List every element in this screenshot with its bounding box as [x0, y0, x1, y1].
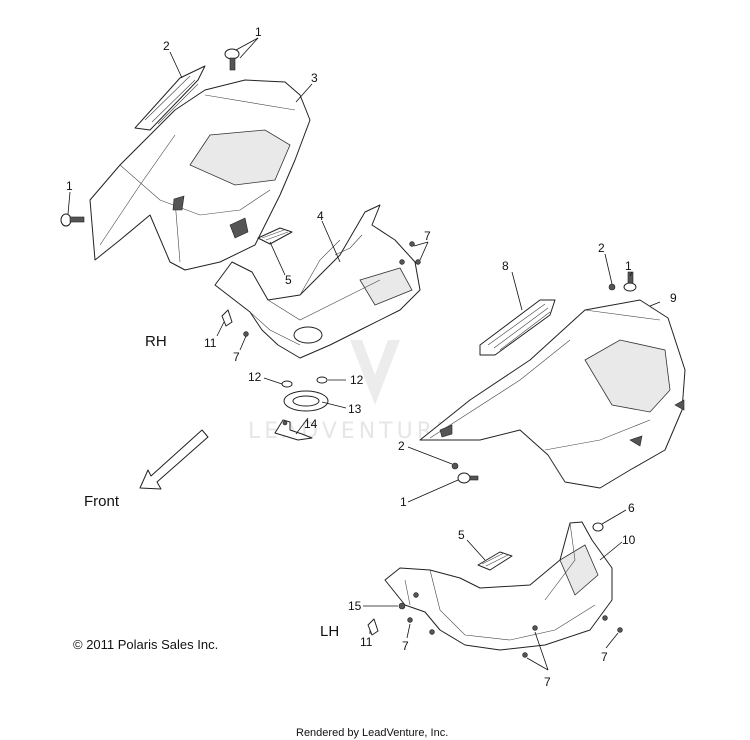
callout-12-right: 12 — [350, 373, 364, 387]
part-2-rh-vent — [134, 65, 206, 131]
callout-14: 14 — [304, 417, 318, 431]
part-11-lh-clip — [367, 618, 379, 636]
part-2-lh-grommet-bottom — [451, 462, 459, 470]
callout-11-lh: 11 — [360, 635, 373, 649]
side-label-rh: RH — [145, 333, 167, 350]
callout-6: 6 — [628, 501, 635, 515]
part-1-lh-fastener-top — [623, 271, 637, 292]
callout-labels: 1 1 1 1 2 2 2 3 4 5 5 6 7 7 7 7 7 7 8 9 … — [66, 25, 677, 689]
callout-2-lh-bottom: 2 — [398, 439, 405, 453]
part-12-washers — [281, 376, 328, 388]
callout-8: 8 — [502, 259, 509, 273]
part-1-rh-fastener-side — [60, 213, 85, 227]
part-1-rh-fastener-top — [224, 48, 240, 71]
callout-1-top: 1 — [255, 25, 262, 39]
part-15-lh-nut — [398, 602, 406, 610]
callout-1-lh-bottom: 1 — [400, 495, 407, 509]
callout-2-lh-top: 2 — [598, 241, 605, 255]
callout-11-rh: 11 — [204, 336, 217, 350]
callout-4: 4 — [317, 209, 324, 223]
part-13-ring — [283, 390, 329, 412]
leader-lines — [67, 37, 661, 671]
part-5-lh-footpeg — [477, 551, 513, 571]
callout-5-rh: 5 — [285, 273, 292, 287]
callout-1-lh-top: 1 — [625, 259, 632, 273]
side-label-lh: LH — [320, 623, 339, 640]
part-6-lh-grommet — [592, 522, 604, 532]
callout-7-rh-top: 7 — [424, 229, 431, 243]
callout-9: 9 — [670, 291, 677, 305]
part-11-rh-clip — [221, 309, 233, 327]
part-7-lh-screws — [407, 615, 623, 658]
callout-7-rh-bottom: 7 — [233, 350, 240, 364]
callout-7-lh-bottom: 7 — [544, 675, 551, 689]
callout-15: 15 — [348, 599, 362, 613]
callout-3: 3 — [311, 71, 318, 85]
part-3-rh-side-panel — [89, 79, 311, 271]
front-label: Front — [84, 493, 120, 510]
part-4-rh-lower-panel — [214, 204, 421, 359]
part-2-lh-grommet-top — [608, 283, 616, 291]
callout-13: 13 — [348, 402, 362, 416]
part-5-rh-footpeg — [257, 227, 293, 245]
callout-7-lh-left: 7 — [402, 639, 409, 653]
part-14-bracket — [274, 419, 313, 441]
callout-12-left: 12 — [248, 370, 262, 384]
copyright-text: © 2011 Polaris Sales Inc. — [73, 637, 218, 652]
callout-1-rh-side: 1 — [66, 179, 73, 193]
callout-2-rh: 2 — [163, 39, 170, 53]
front-arrow-icon — [139, 429, 209, 490]
rendered-by-text: Rendered by LeadVenture, Inc. — [296, 727, 448, 739]
part-9-lh-side-panel — [419, 299, 686, 489]
callout-5-lh: 5 — [458, 528, 465, 542]
callout-10: 10 — [622, 533, 636, 547]
part-7-rh-screws — [243, 241, 421, 337]
callout-7-lh-right: 7 — [601, 650, 608, 664]
part-10-lh-lower-panel — [384, 521, 613, 651]
part-8-lh-vent — [479, 299, 556, 356]
part-1-lh-fastener-bottom — [457, 472, 479, 484]
